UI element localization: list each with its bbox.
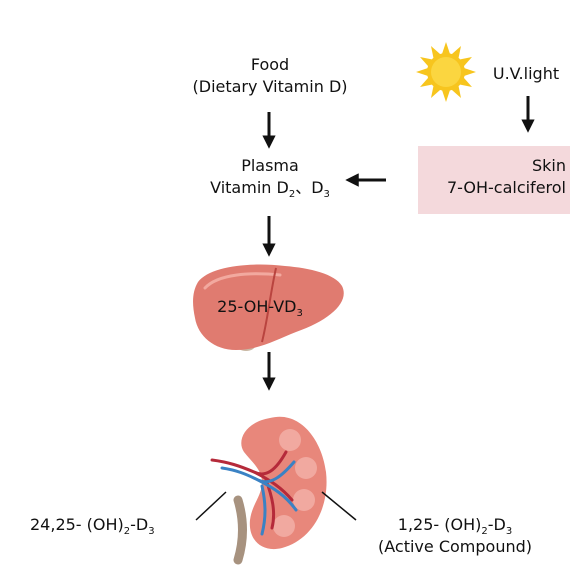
skin-compound: 7-OH-calciferol <box>446 178 566 197</box>
right-product-prefix: 1,25- (OH) <box>397 515 482 534</box>
left-product-mid: -D <box>130 515 149 534</box>
food-title: Food <box>250 55 290 74</box>
skin-box <box>418 146 570 214</box>
liver-label-sub: 3 <box>296 308 303 319</box>
left-product-prefix: 24,25- (OH) <box>30 515 124 534</box>
connector-right-product <box>321 491 357 521</box>
left-product-sub1: 2 <box>123 526 131 537</box>
skin-label: Skin 7-OH-calciferol <box>418 155 566 199</box>
skin-title: Skin <box>531 156 566 175</box>
left-product-sub2: 3 <box>148 526 155 537</box>
connector-left-product <box>195 491 227 521</box>
liver-label-prefix: 25-OH-VD <box>217 297 297 316</box>
right-product-sub1: 2 <box>481 526 488 537</box>
left-product-label: 24,25- (OH)2-D3 <box>30 514 190 537</box>
right-product-label: 1,25- (OH)2-D3 (Active Compound) <box>360 514 550 558</box>
right-product-note: (Active Compound) <box>378 537 532 556</box>
plasma-label: Plasma Vitamin D2、D3 <box>180 155 360 200</box>
plasma-separator: 、D <box>295 178 324 197</box>
plasma-vitamin-prefix: Vitamin D <box>210 178 289 197</box>
plasma-vitamin: Vitamin D2、D3 <box>180 177 360 200</box>
plasma-sub-d2: 2 <box>288 189 296 200</box>
right-product-sub2: 3 <box>505 526 513 537</box>
sun-icon <box>416 42 476 102</box>
right-product-formula: 1,25- (OH)2-D3 <box>360 514 550 537</box>
liver-label: 25-OH-VD3 <box>190 296 330 319</box>
plasma-title: Plasma <box>241 156 299 175</box>
food-subtitle: (Dietary Vitamin D) <box>192 77 348 96</box>
uv-light-label: U.V.light <box>492 64 560 83</box>
plasma-sub-d3: 3 <box>323 189 330 200</box>
food-label: Food (Dietary Vitamin D) <box>170 54 370 98</box>
liver-illustration <box>193 264 344 351</box>
kidney-illustration <box>210 416 327 565</box>
right-product-mid: -D <box>487 515 506 534</box>
